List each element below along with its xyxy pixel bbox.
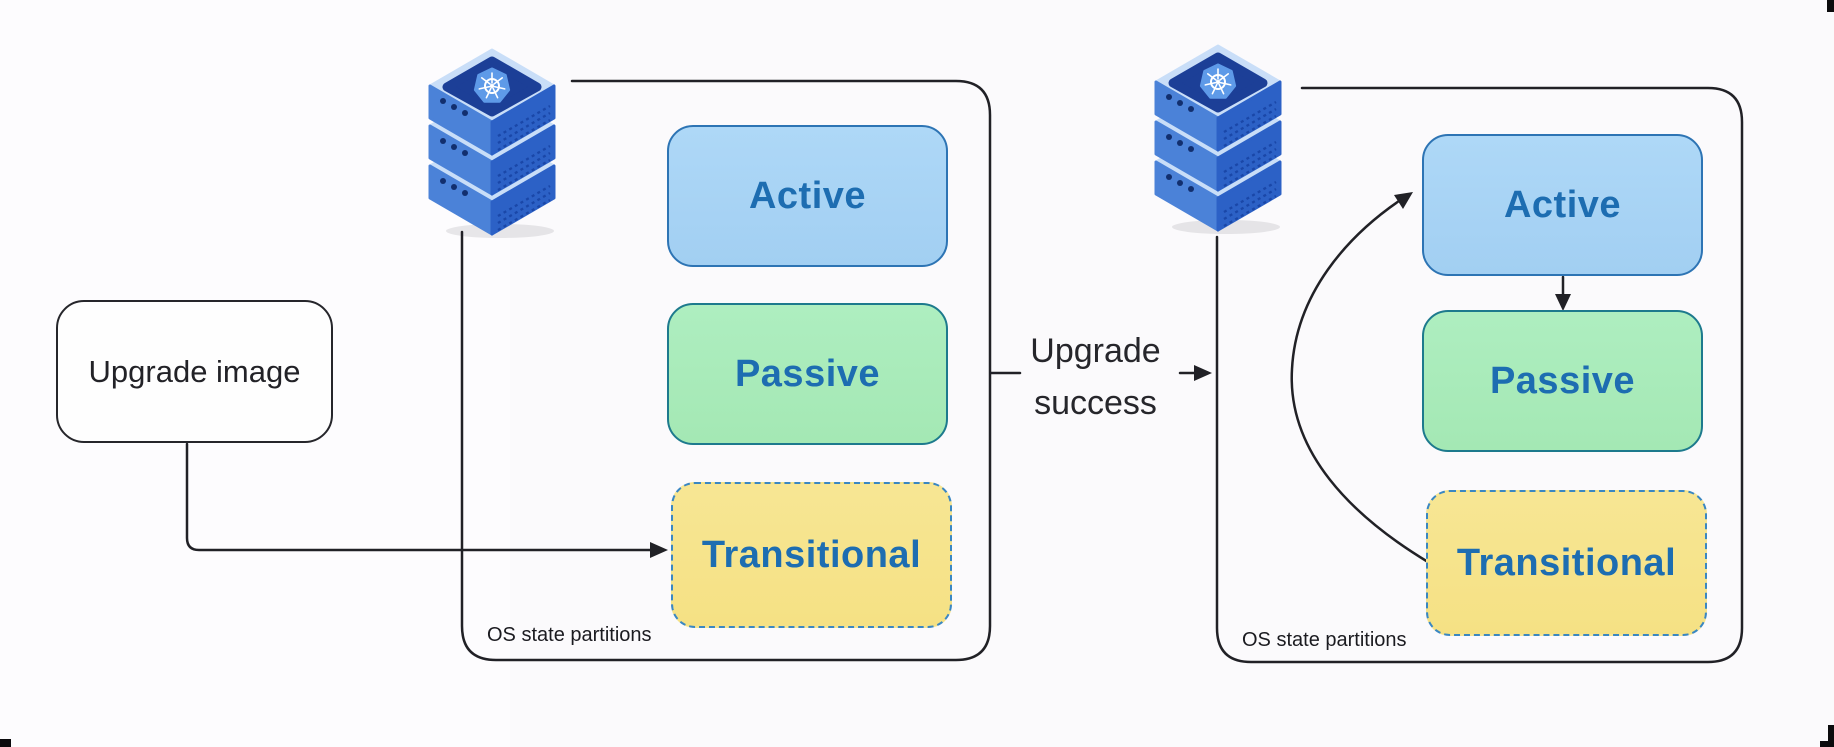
left-passive-label: Passive bbox=[734, 352, 881, 395]
right-active-label: Active bbox=[1503, 183, 1622, 226]
right-cluster-outline bbox=[1215, 86, 1744, 664]
arrowhead bbox=[1194, 365, 1212, 381]
edge-artifact-top-right bbox=[1827, 0, 1834, 12]
left-cluster-caption: OS state partitions bbox=[487, 624, 652, 646]
upgrade-success-line2: success bbox=[1034, 384, 1157, 422]
kubernetes-logo-icon bbox=[1199, 63, 1237, 99]
kubernetes-server-stack-icon bbox=[1154, 44, 1282, 234]
edge-artifact-bottom-left bbox=[0, 739, 11, 747]
left-cluster-outline bbox=[460, 79, 992, 662]
arrow-transitional-to-active bbox=[1290, 199, 1430, 564]
edge-artifact-bottom-right bbox=[1820, 741, 1834, 747]
right-active-node: Active bbox=[1422, 134, 1703, 276]
right-transitional-node: Transitional bbox=[1426, 490, 1707, 636]
right-cluster-caption: OS state partitions bbox=[1242, 629, 1407, 651]
edge-artifact-bottom-right bbox=[1828, 725, 1834, 747]
left-transitional-label: Transitional bbox=[701, 533, 922, 576]
upgrade-success-line1: Upgrade bbox=[1030, 332, 1161, 370]
right-passive-label: Passive bbox=[1489, 359, 1636, 402]
upgrade-image-label: Upgrade image bbox=[88, 353, 301, 389]
arrowhead bbox=[650, 542, 668, 558]
right-passive-node: Passive bbox=[1422, 310, 1703, 452]
arrow-upgrade-image-to-transitional bbox=[185, 442, 654, 552]
kubernetes-server-stack-icon bbox=[428, 48, 556, 238]
server-unit-top bbox=[428, 48, 556, 156]
upgrade-image-node: Upgrade image bbox=[56, 300, 333, 443]
arrowhead bbox=[1394, 192, 1413, 209]
left-transitional-node: Transitional bbox=[671, 482, 952, 628]
left-passive-node: Passive bbox=[667, 303, 948, 445]
server-unit-top bbox=[1154, 44, 1282, 152]
kubernetes-logo-icon bbox=[473, 67, 511, 103]
left-active-node: Active bbox=[667, 125, 948, 267]
upgrade-success-label: Upgrade success bbox=[1008, 325, 1183, 429]
arrowhead bbox=[1555, 294, 1571, 311]
left-active-label: Active bbox=[748, 174, 867, 217]
right-transitional-label: Transitional bbox=[1456, 541, 1677, 584]
